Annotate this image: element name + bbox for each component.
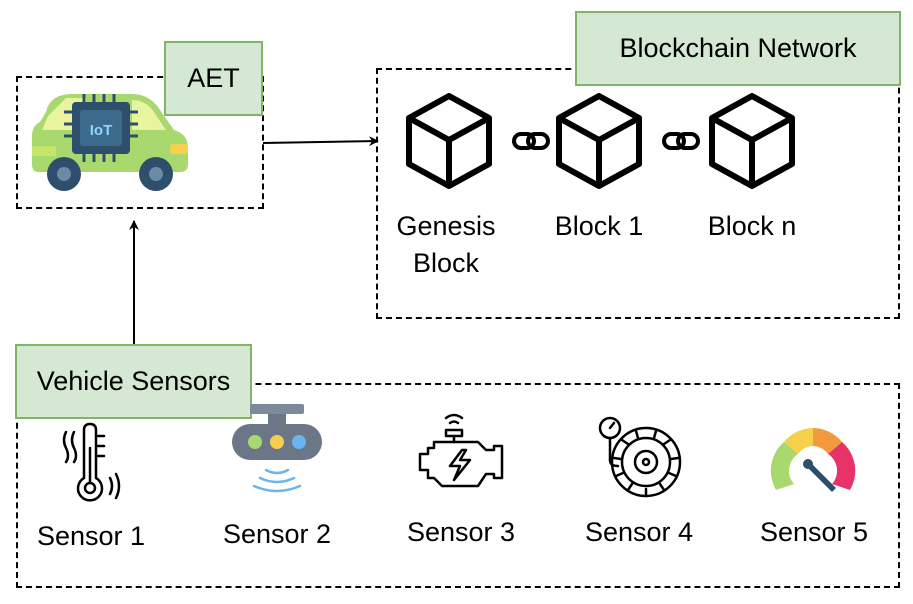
cube-icon xyxy=(709,93,795,189)
cube-icon xyxy=(406,93,492,189)
sensor-label-1: Sensor 1 xyxy=(36,521,146,551)
speedometer-icon xyxy=(770,428,856,492)
sensor-label-3: Sensor 3 xyxy=(406,517,516,547)
cube-icon xyxy=(556,93,642,189)
proximity-sensor-icon xyxy=(232,404,322,493)
sensors-container xyxy=(16,383,900,588)
sensor-label-4: Sensor 4 xyxy=(584,517,694,547)
engine-icon xyxy=(418,413,504,488)
chain-link-icon xyxy=(662,132,700,150)
thermometer-icon xyxy=(62,422,121,502)
block-label-genesis: Genesis Block xyxy=(396,211,496,278)
block-label-n: Block n xyxy=(707,211,797,241)
sensor-label-2: Sensor 2 xyxy=(222,519,332,549)
aet-label: AET xyxy=(164,41,263,116)
vehicle-sensors-label: Vehicle Sensors xyxy=(15,344,252,419)
iot-car-icon: IoT xyxy=(32,94,188,191)
sensor-label-5: Sensor 5 xyxy=(759,517,869,547)
arrow-aet-to-blockchain xyxy=(262,136,379,147)
block-label-1: Block 1 xyxy=(554,211,644,241)
chain-link-icon xyxy=(512,132,550,150)
blockchain-label: Blockchain Network xyxy=(575,11,901,86)
svg-text:IoT: IoT xyxy=(90,122,113,139)
aet-container xyxy=(16,76,264,209)
tire-pressure-icon xyxy=(598,416,682,498)
